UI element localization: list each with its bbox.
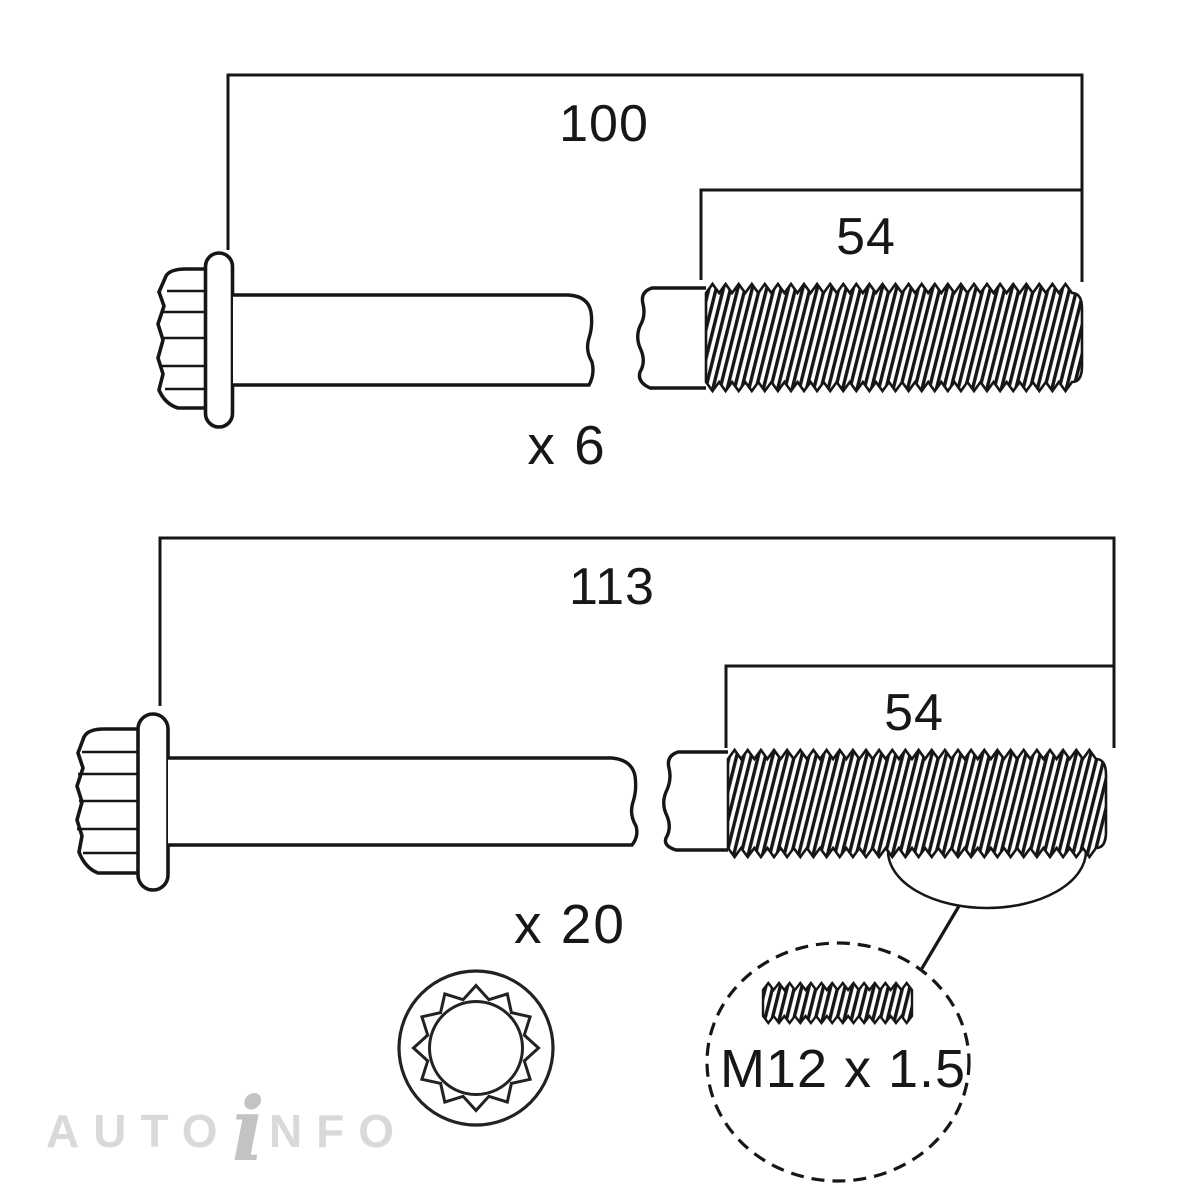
bottom-bolt-dimension-lines xyxy=(158,536,1116,748)
dim-54-bottom-extents xyxy=(724,664,1114,748)
top-bolt-shank xyxy=(233,293,595,387)
bottom-bolt-shank xyxy=(168,756,639,847)
bottom-bolt-break-segment xyxy=(662,750,728,852)
socket-outer-circle xyxy=(397,969,555,1127)
bottom-bolt-drawing xyxy=(75,712,1108,892)
socket-head-top-view xyxy=(397,969,555,1127)
callout-leader-line xyxy=(919,905,961,971)
top-bolt-head-serrations xyxy=(160,289,205,391)
top-bolt-drawing xyxy=(156,251,1084,429)
detail-mini-thread xyxy=(761,981,914,1025)
watermark-suffix: NFO xyxy=(268,1105,409,1157)
bottom-bolt-flange-washer xyxy=(136,712,170,892)
socket-12-point-star xyxy=(411,983,541,1113)
watermark-prefix: AUTO xyxy=(46,1105,232,1157)
top-bolt-thread xyxy=(704,281,1084,394)
top-bolt-flange-washer xyxy=(203,251,235,429)
bottom-bolt-thread xyxy=(726,747,1108,860)
thread-detail-circle xyxy=(705,941,971,1183)
dim-100-extents xyxy=(226,73,1084,282)
detail-dashed-circle xyxy=(705,941,971,1183)
dim-113-extents xyxy=(158,536,1116,748)
bottom-bolt-head-serrations xyxy=(77,750,138,855)
watermark: AUTO i NFO xyxy=(46,1085,408,1173)
socket-inner-circle xyxy=(428,1000,524,1096)
top-bolt-break-segment xyxy=(636,286,706,390)
top-bolt-dimension-lines xyxy=(226,73,1084,282)
dim-54-top-extents xyxy=(699,188,1082,280)
